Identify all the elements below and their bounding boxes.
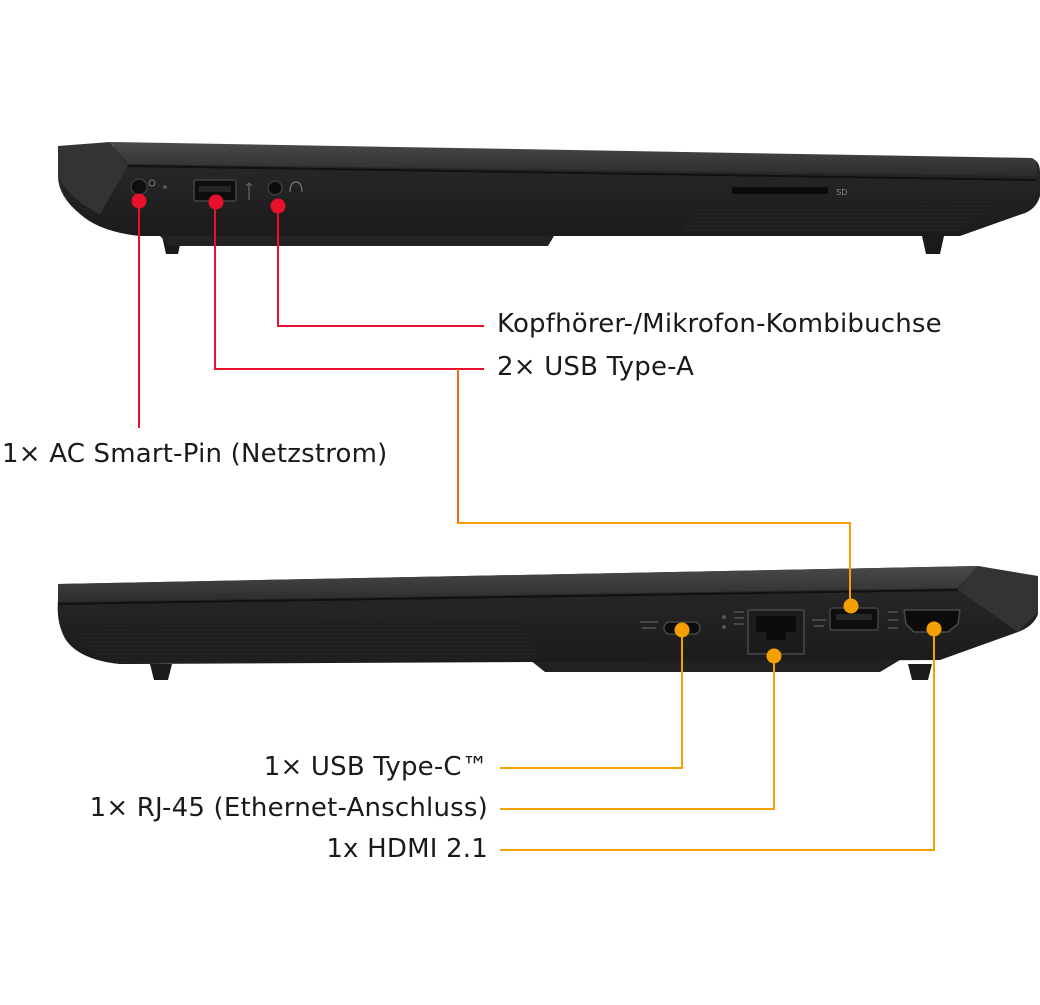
power-led bbox=[163, 185, 167, 189]
usb-a-tongue bbox=[836, 614, 872, 620]
laptop-foot bbox=[922, 236, 944, 254]
laptop-lid bbox=[58, 566, 978, 602]
label-usb-c: 1× USB Type-C™ bbox=[263, 752, 488, 782]
status-led bbox=[722, 615, 726, 619]
power-icon bbox=[148, 179, 156, 187]
callout-line-usb-c bbox=[500, 630, 683, 769]
sd-card-slot bbox=[732, 187, 828, 194]
usb-icon bbox=[245, 182, 253, 200]
ethernet-icon bbox=[734, 611, 744, 625]
marker-headphone bbox=[270, 198, 286, 214]
lid-seam bbox=[127, 165, 1037, 181]
callout-line-hdmi bbox=[500, 630, 935, 851]
callout-line-usb-a bbox=[214, 202, 484, 370]
usb-icon bbox=[812, 619, 826, 627]
marker-usb-a-right bbox=[843, 598, 859, 614]
hdmi-port bbox=[903, 609, 961, 633]
callout-line-rj45 bbox=[500, 656, 775, 810]
callout-line-headphone bbox=[277, 206, 484, 327]
laptop-left-side: SD bbox=[58, 142, 1040, 254]
laptop-lid bbox=[110, 142, 1038, 176]
marker-ac-pin bbox=[131, 193, 147, 209]
label-hdmi: 1x HDMI 2.1 bbox=[326, 834, 488, 864]
label-usb-a: 2× USB Type-A bbox=[497, 352, 695, 382]
sd-engraving: SD bbox=[836, 188, 847, 197]
usb-a-tongue bbox=[199, 186, 231, 192]
label-headphone: Kopfhörer-/Mikrofon-Kombibuchse bbox=[497, 309, 942, 339]
headphone-icon bbox=[289, 181, 303, 193]
hdmi-icon bbox=[888, 611, 898, 629]
rj45-opening bbox=[756, 616, 796, 632]
usb-icon bbox=[640, 621, 658, 629]
audio-port bbox=[267, 180, 283, 196]
laptop-bevel bbox=[58, 142, 128, 214]
marker-usb-c bbox=[674, 622, 690, 638]
laptop-right-side bbox=[57, 566, 1038, 680]
marker-hdmi bbox=[926, 621, 942, 637]
laptop-bevel bbox=[958, 566, 1038, 632]
rj45-clip bbox=[766, 632, 786, 640]
marker-rj45 bbox=[766, 648, 782, 664]
label-rj45: 1× RJ-45 (Ethernet-Anschluss) bbox=[89, 793, 488, 823]
label-ac-pin: 1× AC Smart-Pin (Netzstrom) bbox=[2, 439, 388, 469]
speaker-grille bbox=[680, 200, 1000, 232]
lid-seam bbox=[57, 589, 959, 605]
marker-usb-a-left bbox=[208, 194, 224, 210]
power-port bbox=[130, 178, 148, 196]
speaker-grille bbox=[80, 620, 540, 664]
laptop-bottom-band bbox=[530, 660, 900, 672]
status-led bbox=[722, 625, 726, 629]
laptop-foot bbox=[150, 664, 172, 680]
callout-line-usb-a-end bbox=[458, 522, 851, 606]
laptop-foot bbox=[908, 664, 932, 680]
